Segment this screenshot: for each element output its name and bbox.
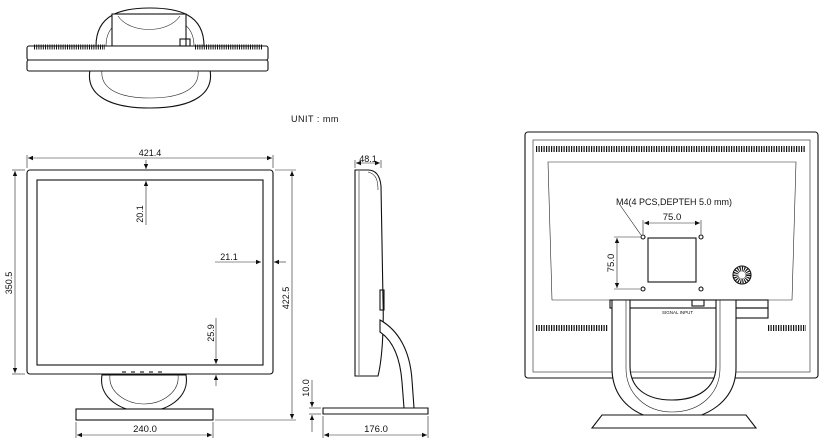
connector-panel [609,299,769,309]
speaker-grille [732,265,752,285]
dim-bottom-bezel: 25.9 [206,324,216,342]
dim-stand-width: 240.0 [133,424,157,435]
front-screen [36,179,264,366]
front-bezel [26,169,274,375]
dim-side-depth: 48.1 [359,154,377,164]
side-view: 48.1 10.0 176.0 [301,154,429,438]
dim-top-bezel: 20.1 [135,205,145,223]
signal-input-label: SIGNAL INPUT [662,310,693,315]
top-view [26,7,269,109]
front-view: 421.4 20.1 21.1 25.9 350.5 422.5 240.0 [4,148,296,438]
rear-view: M4(4 PCS,DEPTEH 5.0 mm) 75.0 75.0 SIGNAL… [524,131,819,429]
unit-label: UNIT : mm [291,114,339,124]
dim-total-height: 422.5 [281,287,291,310]
front-stand [101,374,187,413]
side-base [322,407,429,415]
vesa-spec-label: M4(4 PCS,DEPTEH 5.0 mm) [616,197,732,207]
front-base [75,408,214,421]
rear-base [590,414,758,429]
rear-housing [524,131,819,379]
top-view-stand-block [111,13,187,47]
side-body [354,169,384,377]
rear-u-stand [611,299,737,421]
dim-width: 421.4 [139,148,162,158]
top-view-base [88,69,212,109]
vesa-screw-holes [640,234,704,292]
vesa-vertical: 75.0 [606,254,617,273]
dim-side-bezel: 21.1 [220,252,238,262]
signal-port [691,299,705,307]
dim-panel-height: 350.5 [4,272,14,295]
vesa-plate [647,237,697,283]
dim-base-depth: 176.0 [364,424,388,435]
dim-base-thickness: 10.0 [301,379,311,397]
side-stand-arm [379,319,415,409]
vesa-horizontal: 75.0 [663,212,682,223]
